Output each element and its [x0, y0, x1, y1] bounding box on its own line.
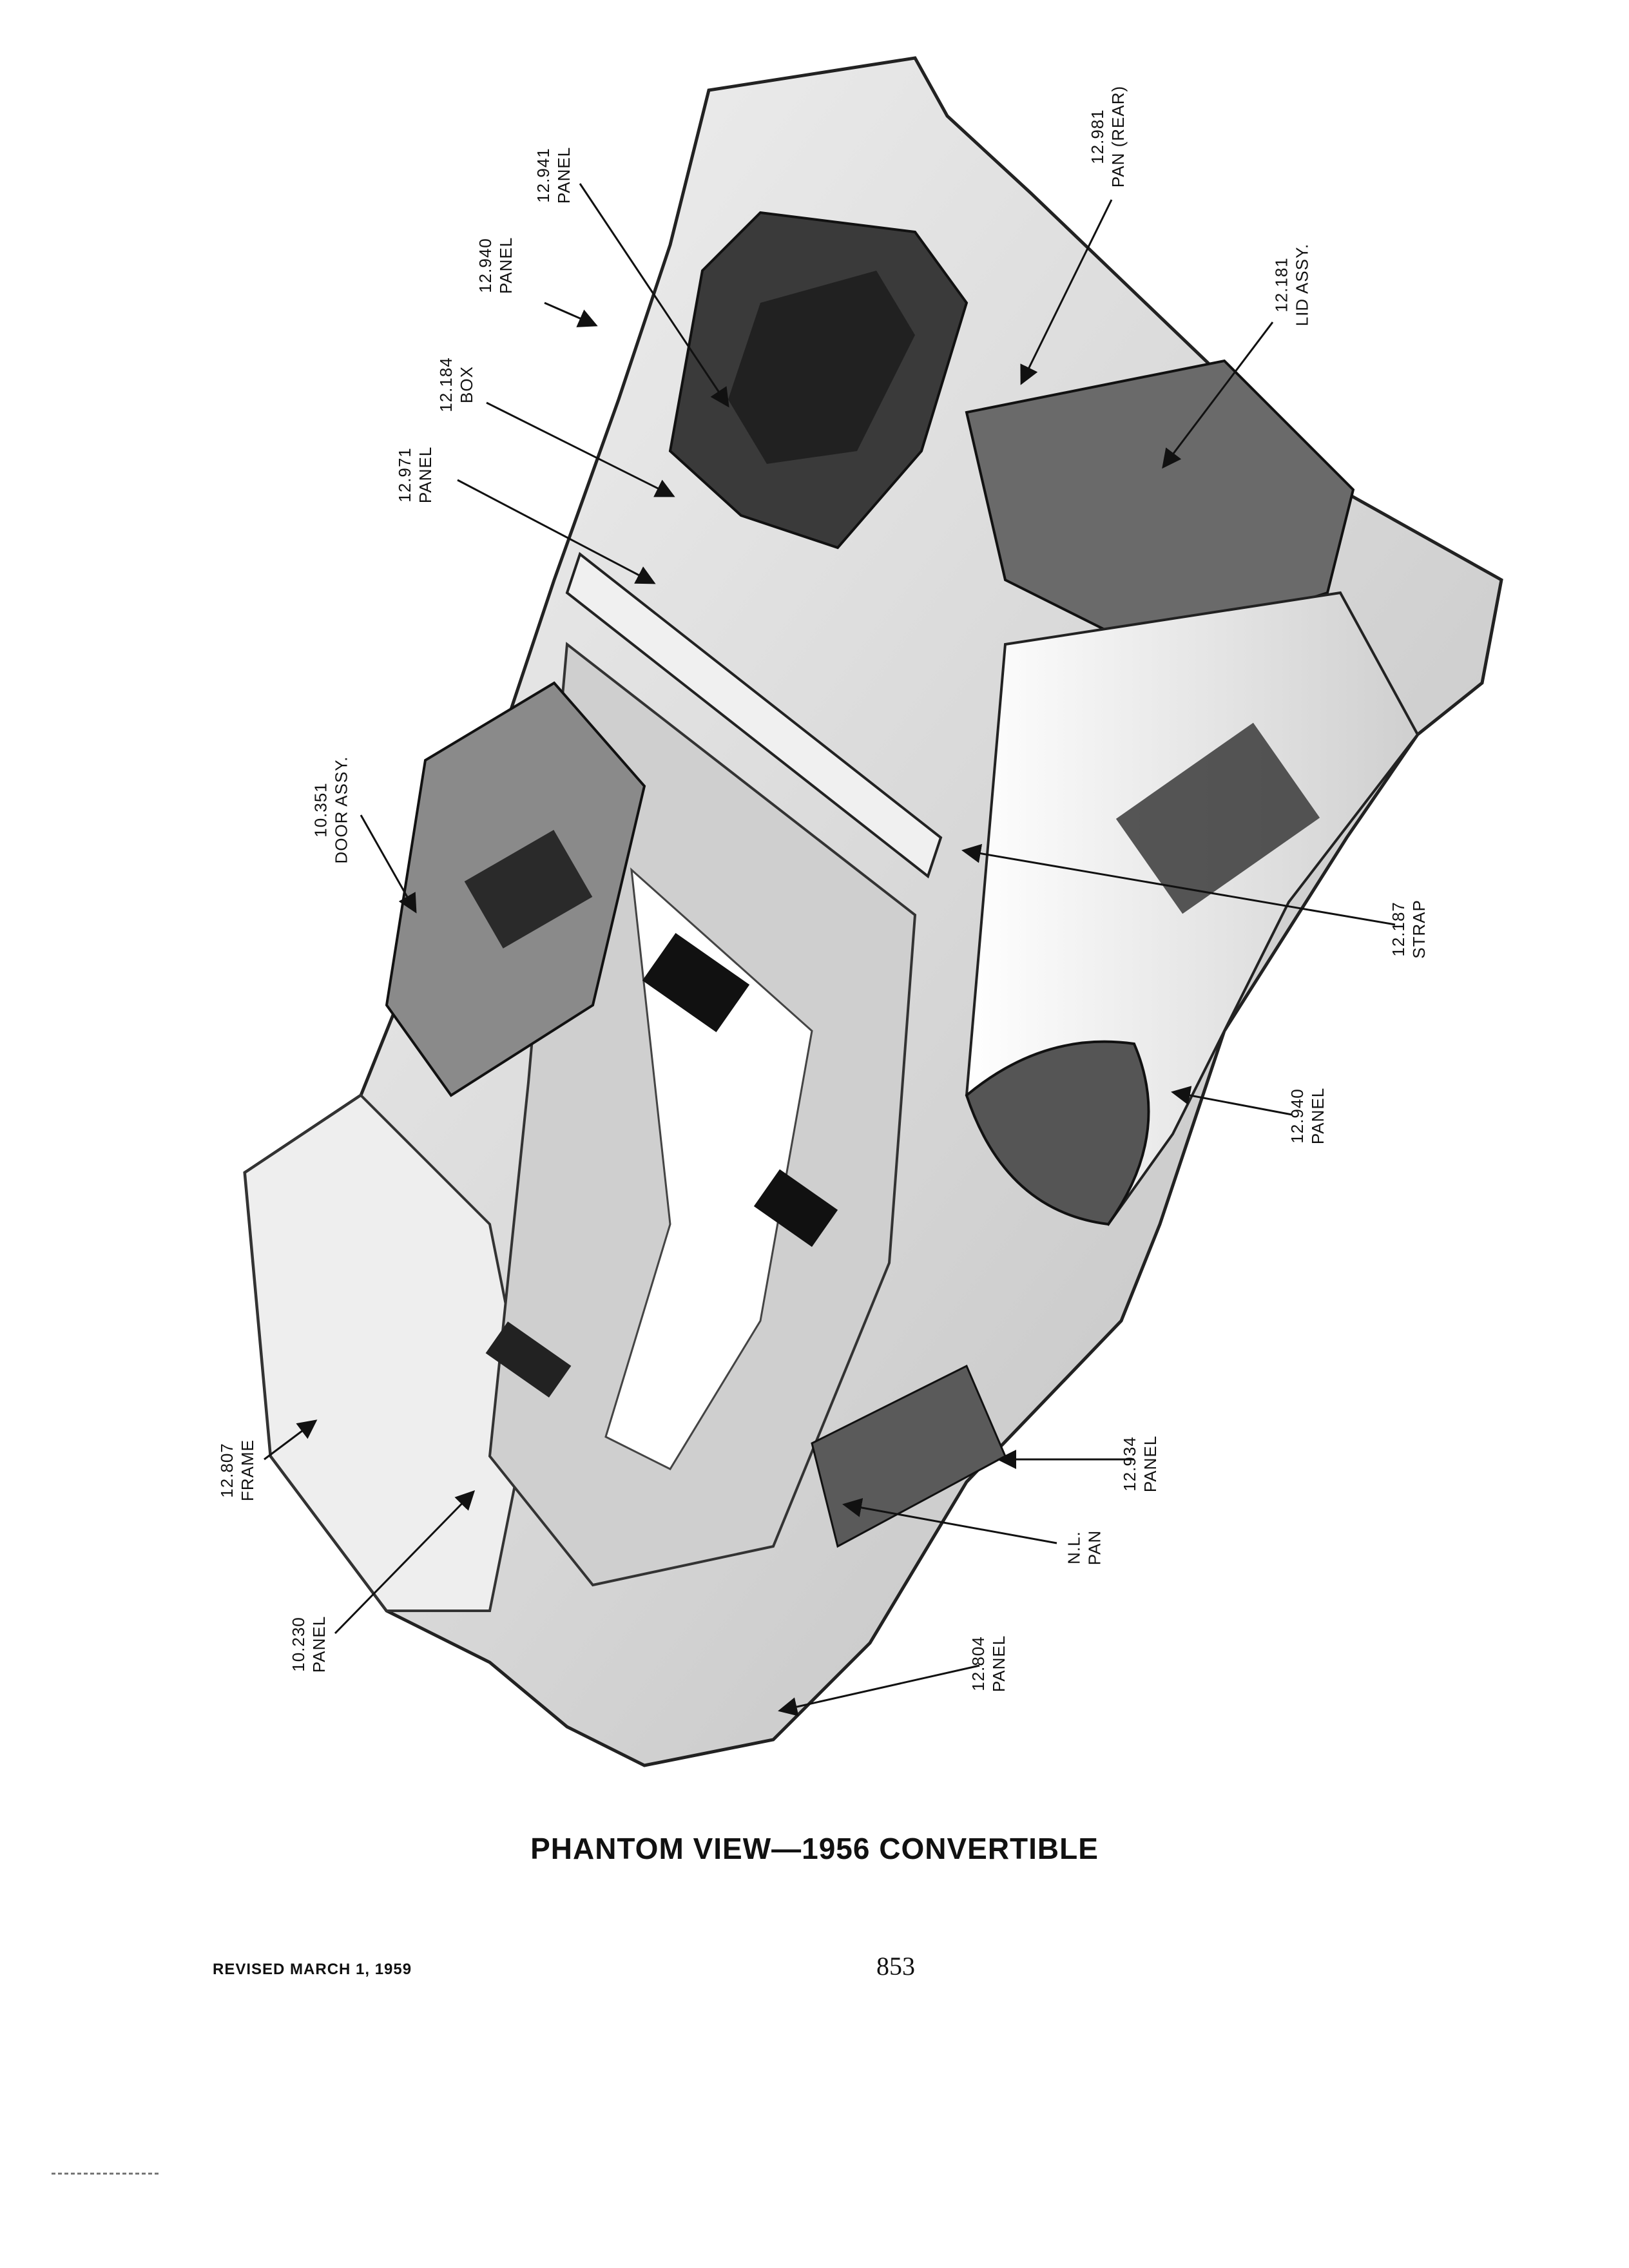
leader-12804: [778, 1664, 980, 1716]
callout-12804: 12.804 PANEL: [968, 1635, 1009, 1692]
part-number: 12.940: [1287, 1088, 1307, 1144]
part-name: DOOR ASSY.: [331, 756, 351, 864]
wheel-arch: [965, 1040, 1150, 1226]
leader-12940-right: [1171, 1086, 1293, 1116]
part-number: 12.184: [436, 357, 456, 412]
part-name: FRAME: [238, 1439, 257, 1501]
car-body-phantom-illustration: [243, 56, 1503, 1767]
part-number: 10.351: [311, 782, 331, 838]
door-window-detail: [464, 830, 593, 948]
part-number: 12.981: [1088, 109, 1108, 164]
callout-10351: 10.351 DOOR ASSY.: [311, 756, 352, 863]
leader-12184: [486, 401, 675, 497]
leader-12941: [579, 183, 729, 408]
leader-12807: [264, 1419, 318, 1461]
callout-12981: 12.981 PAN (REAR): [1087, 86, 1128, 187]
floor-detail-2: [753, 1169, 838, 1247]
scan-edge-mark: [52, 2173, 161, 2175]
floor-detail-3: [485, 1321, 572, 1398]
leader-NL: [842, 1498, 1057, 1544]
part-name: PANEL: [496, 236, 516, 294]
part-number: 12.940: [476, 238, 496, 293]
part-number: 12.804: [969, 1636, 988, 1691]
part-number: 12.181: [1271, 257, 1291, 312]
floor-detail-1: [642, 932, 750, 1033]
part-name: BOX: [456, 366, 476, 403]
part-name: PANEL: [989, 1635, 1009, 1693]
leader-lines: [264, 183, 1396, 1716]
rear-deck-beam: [565, 552, 943, 879]
leader-12981: [1020, 199, 1113, 385]
callout-12181: 12.181 LID ASSY.: [1271, 244, 1312, 327]
figure-caption: PHANTOM VIEW—1956 CONVERTIBLE: [530, 1832, 1099, 1865]
part-name: PAN (REAR): [1108, 85, 1128, 188]
part-number: 12.187: [1388, 901, 1408, 957]
part-name: PANEL: [1308, 1087, 1328, 1145]
revision-date: REVISED MARCH 1, 1959: [213, 1961, 412, 1978]
part-number: 10.230: [289, 1617, 309, 1672]
quarter-panel-rib-area: [1115, 722, 1320, 914]
part-name: STRAP: [1409, 899, 1429, 959]
leader-12940-top: [544, 302, 598, 327]
leader-12187: [961, 843, 1396, 926]
part-name: PANEL: [309, 1615, 329, 1673]
part-number: 12.971: [395, 447, 415, 503]
callout-12940-top: 12.940 PANEL: [475, 237, 516, 294]
part-number: 12.934: [1120, 1436, 1140, 1492]
part-name: PAN: [1084, 1530, 1104, 1566]
callout-nl-pan: N.L. PAN: [1063, 1530, 1104, 1566]
leader-10351: [360, 814, 417, 914]
leader-10230: [334, 1490, 476, 1635]
callout-12971: 12.971 PANEL: [394, 447, 436, 503]
tunnel: [604, 867, 813, 1470]
leader-12181: [1162, 322, 1274, 469]
trunk-well: [728, 271, 915, 464]
trunk-lid-shape: [965, 359, 1355, 653]
part-name: PANEL: [1141, 1435, 1161, 1493]
leader-12971: [457, 479, 656, 584]
part-name: LID ASSY.: [1292, 243, 1312, 327]
callout-12941: 12.941 PANEL: [533, 147, 574, 204]
page-number: 853: [876, 1952, 915, 1981]
callout-10230: 10.230 PANEL: [288, 1616, 329, 1673]
callout-12807: 12.807 FRAME: [217, 1439, 258, 1501]
part-number: N.L.: [1064, 1531, 1084, 1564]
callout-12187: 12.187 STRAP: [1388, 899, 1429, 959]
callout-12934: 12.934 PANEL: [1119, 1436, 1161, 1492]
part-number: 12.941: [534, 148, 554, 203]
callout-12184: 12.184 BOX: [436, 357, 477, 412]
callout-12940-right: 12.940 PANEL: [1287, 1088, 1328, 1144]
part-name: PANEL: [554, 146, 574, 204]
part-name: PANEL: [416, 446, 436, 504]
part-number: 12.807: [217, 1443, 236, 1498]
